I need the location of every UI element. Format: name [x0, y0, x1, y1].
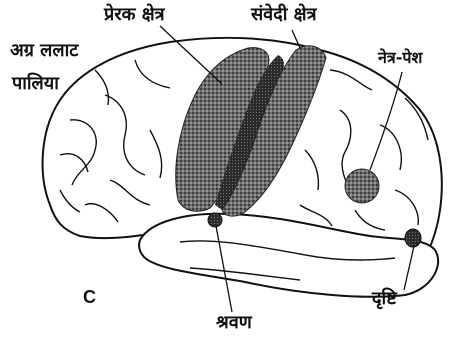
auditory-dot [208, 213, 222, 227]
label-motor-area: प्रेरक क्षेत्र [104, 6, 165, 24]
eye-field-region [345, 169, 379, 203]
label-sensory-area: संवेदी क्षेत्र [251, 6, 317, 24]
label-visual: दृष्टि [372, 290, 397, 308]
visual-dot [405, 229, 421, 247]
label-auditory: श्रवण [216, 314, 252, 332]
label-prefrontal-2: पालिया [12, 75, 59, 93]
label-panel-letter: C [83, 288, 96, 306]
label-eye-field: नेत्र-पेश [378, 50, 422, 66]
label-prefrontal-1: अग्र ललाट [10, 42, 78, 60]
